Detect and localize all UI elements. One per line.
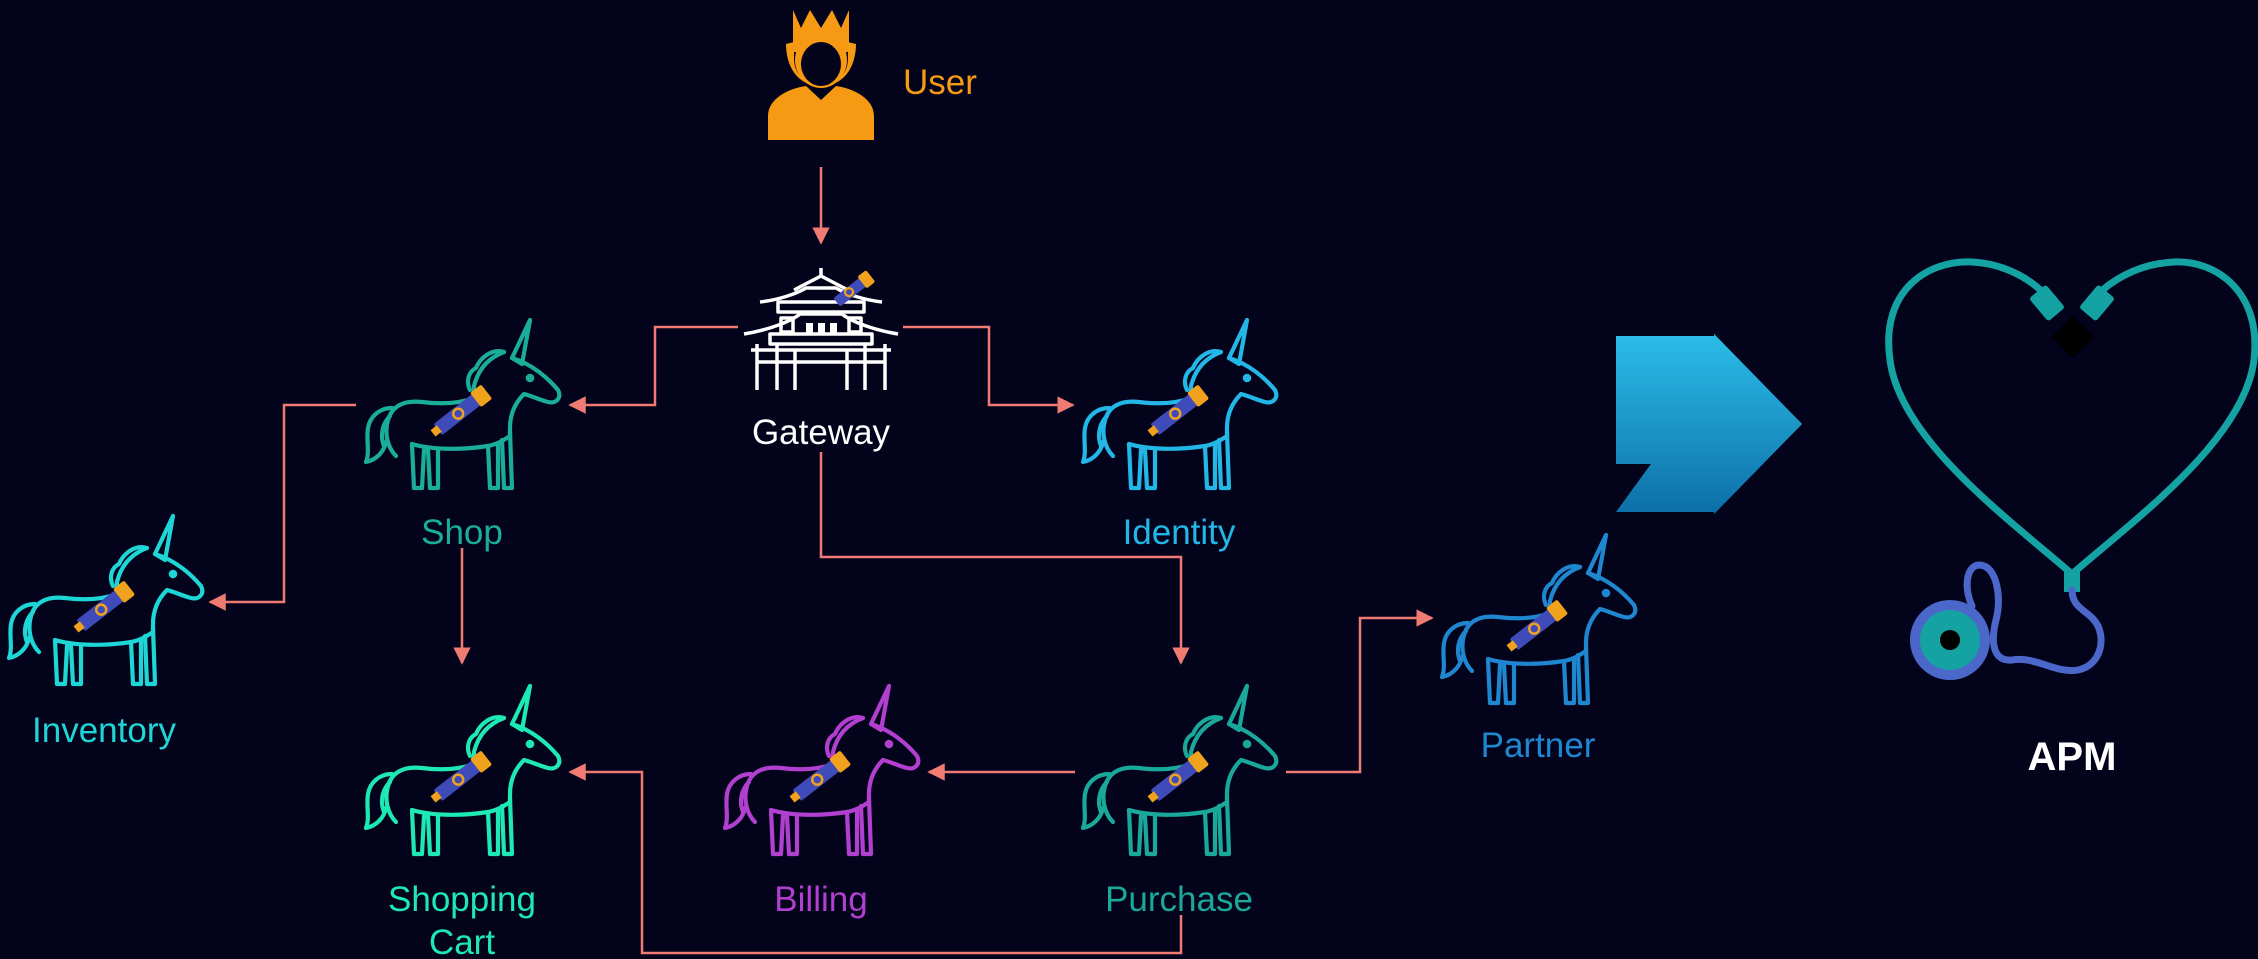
connector-purchase-to-cart xyxy=(568,763,1183,955)
user-label: User xyxy=(903,63,977,102)
billing-label: Billing xyxy=(774,880,867,919)
service-inventory: Inventory xyxy=(9,516,202,750)
unicorn-icon xyxy=(1442,535,1635,703)
connector-shop-to-inventory xyxy=(208,403,356,611)
user-crown-icon xyxy=(768,10,874,140)
purchase-label: Purchase xyxy=(1105,880,1253,919)
partner-label: Partner xyxy=(1481,726,1596,765)
gateway-node: Gateway xyxy=(743,268,899,452)
shopping-cart-label-line1: Shopping xyxy=(388,880,536,919)
unicorn-icon xyxy=(1083,320,1276,488)
service-partner: Partner xyxy=(1442,535,1635,765)
stethoscope-heart-icon xyxy=(1885,258,2258,680)
shopping-cart-label-line2: Cart xyxy=(429,923,495,959)
service-billing: Billing xyxy=(725,686,918,919)
connector-gateway-to-identity xyxy=(903,325,1075,414)
user-node: User xyxy=(768,10,977,140)
inventory-label: Inventory xyxy=(32,711,176,750)
unicorn-icon xyxy=(1083,686,1276,854)
service-identity: Identity xyxy=(1083,320,1276,552)
unicorn-icon xyxy=(9,516,202,684)
unicorn-icon xyxy=(366,686,559,854)
service-shop: Shop xyxy=(366,320,559,552)
unicorn-icon xyxy=(366,320,559,488)
identity-label: Identity xyxy=(1123,513,1236,552)
pagoda-gateway-icon xyxy=(743,268,899,390)
service-purchase: Purchase xyxy=(1083,686,1276,919)
service-shopping-cart: Shopping Cart xyxy=(366,686,559,959)
gateway-label: Gateway xyxy=(752,413,891,452)
unicorn-icon xyxy=(725,686,918,854)
gateway-window-marks xyxy=(806,323,837,333)
shop-label: Shop xyxy=(421,513,503,552)
connector-gateway-to-purchase xyxy=(819,452,1190,665)
connector-purchase-to-partner xyxy=(1286,609,1434,774)
connector-gateway-to-shop xyxy=(568,325,738,414)
connector-lines xyxy=(208,167,1434,955)
apm-node: APM xyxy=(1885,258,2258,779)
gateway-gadget-icon xyxy=(834,270,875,306)
chevron-arrow-shape xyxy=(1616,334,1802,514)
apm-label: APM xyxy=(2028,735,2117,779)
